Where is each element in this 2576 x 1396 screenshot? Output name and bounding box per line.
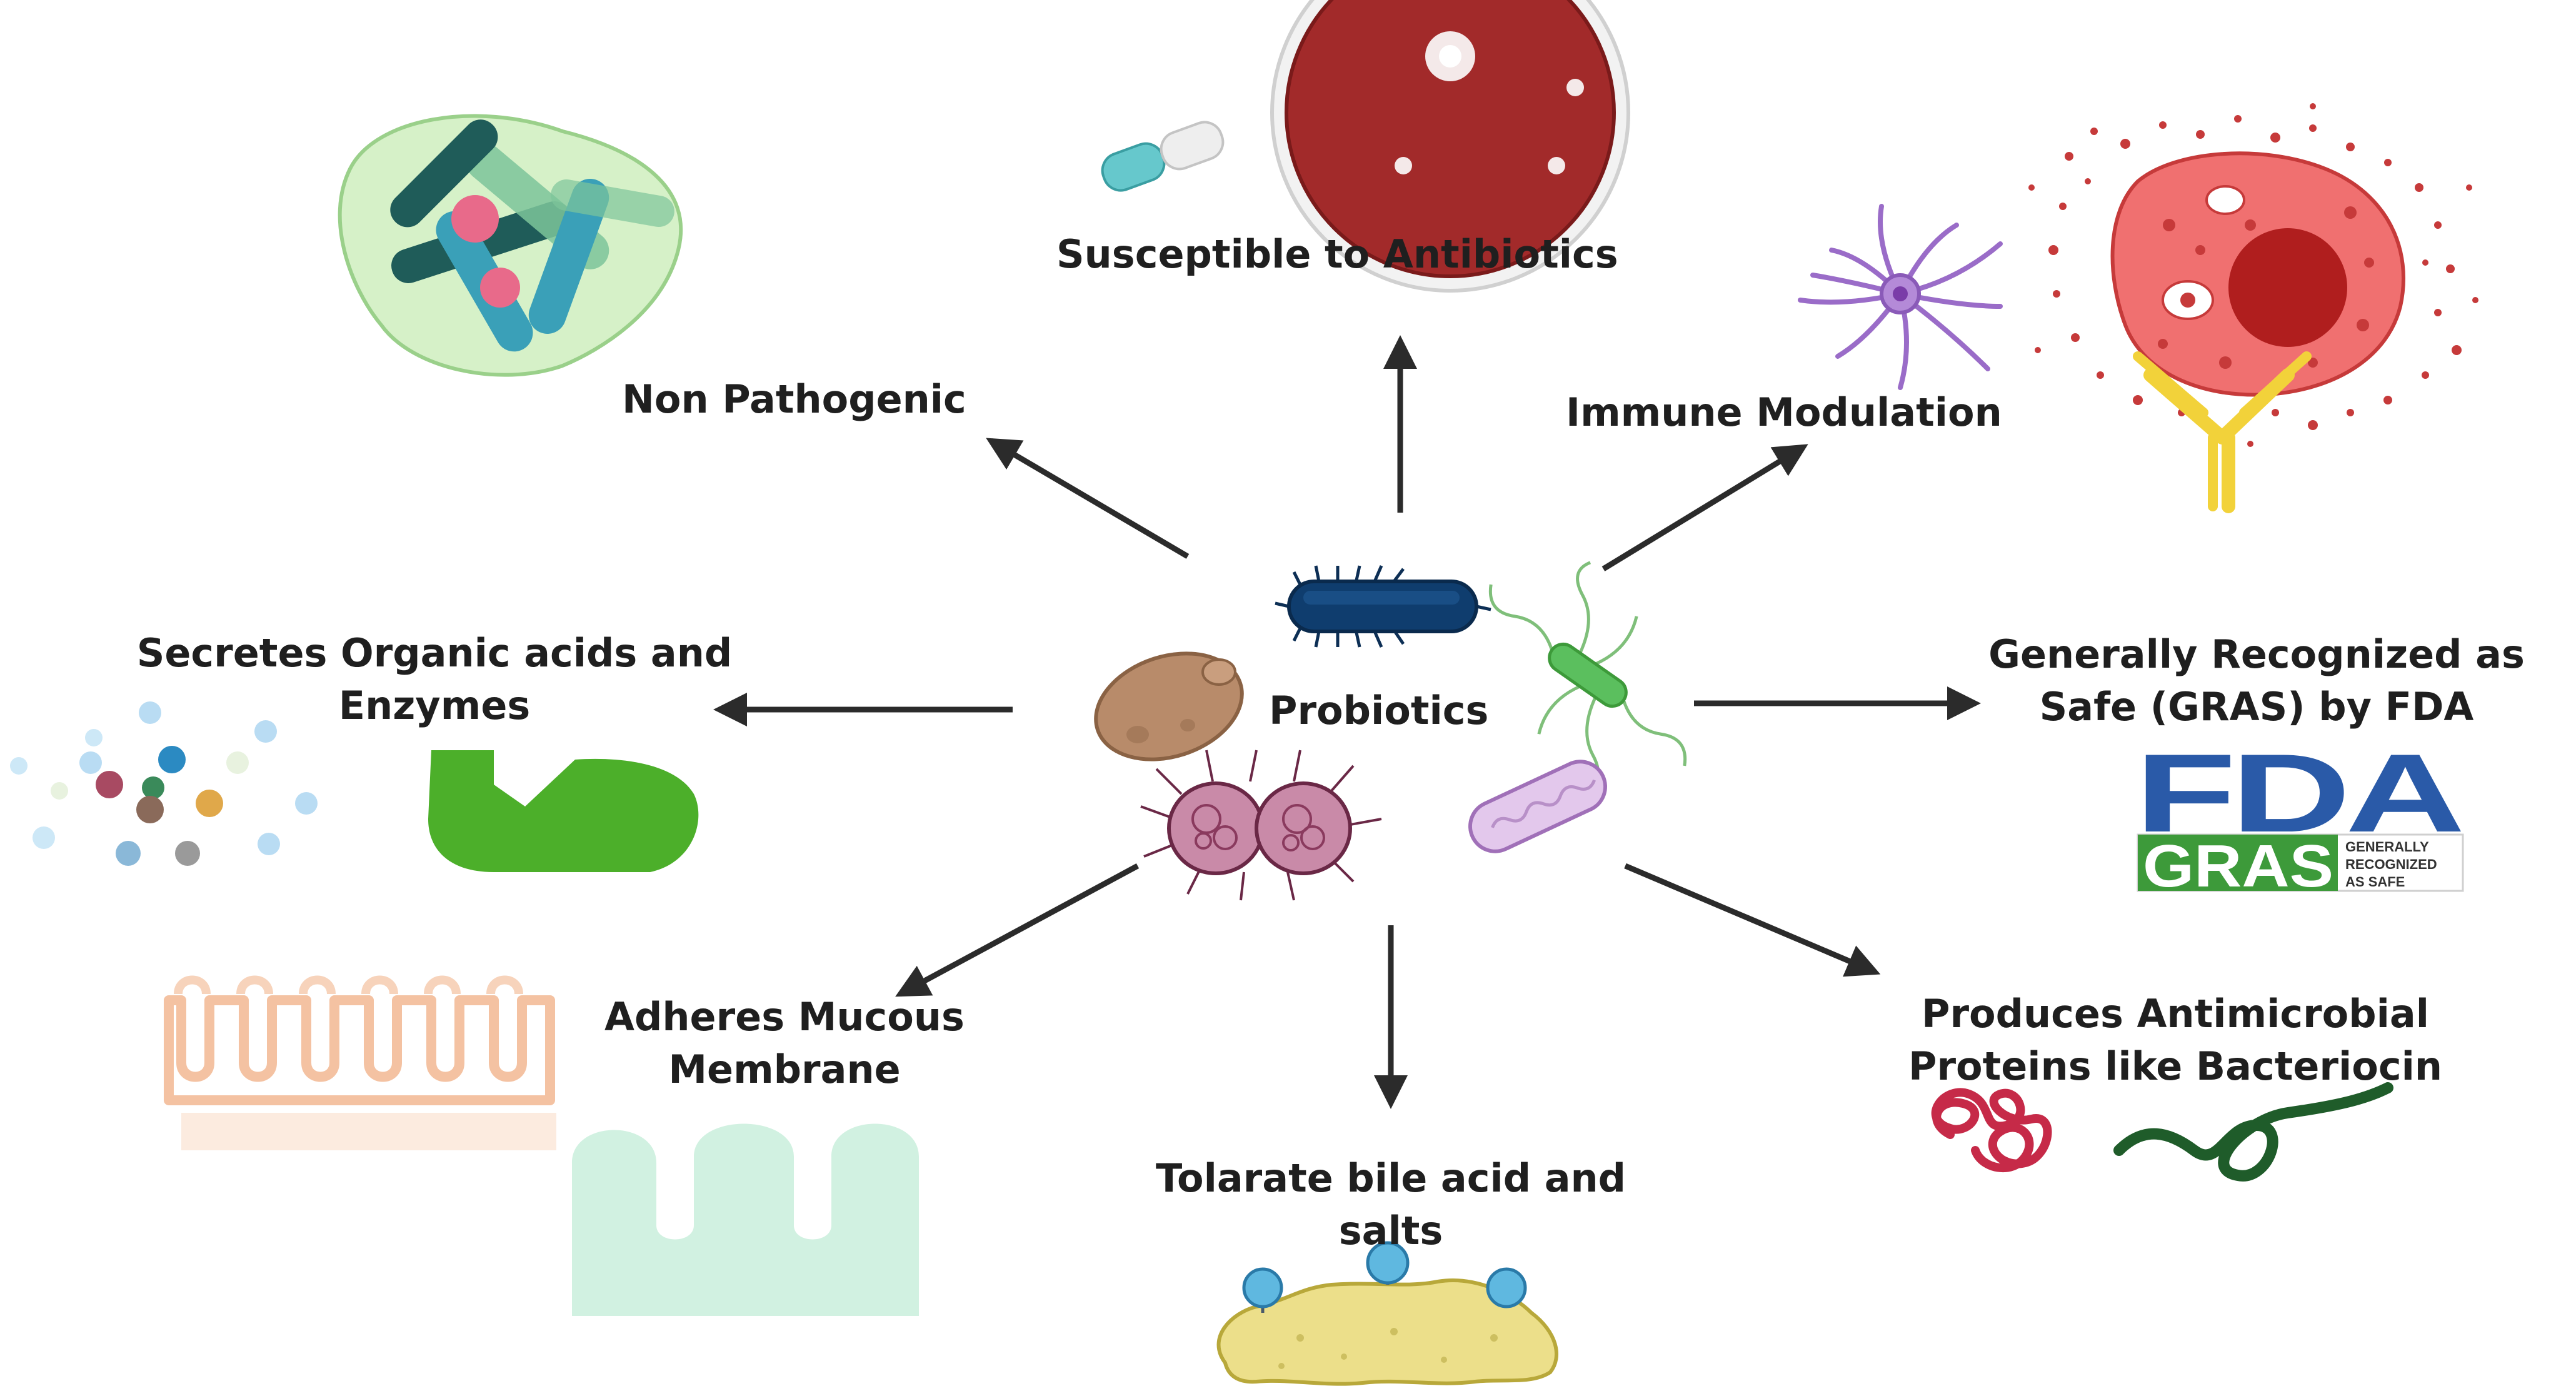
dendritic-cell-icon <box>1798 204 2003 390</box>
label-gras: Generally Recognized as Safe (GRAS) by F… <box>1988 631 2525 730</box>
mast-cell-icon <box>2028 103 2478 447</box>
brown-yeast-cell-icon <box>1094 651 1244 761</box>
purple-rod-bacterium-icon <box>1468 760 1607 853</box>
label-tolarate-bile-acid: Tolarate bile acid and salts <box>1155 1155 1626 1253</box>
label-secretes-organic-acids: Secretes Organic acids and Enzymes <box>136 630 733 728</box>
arrow-to-non-pathogenic <box>986 438 1190 559</box>
non-pathogenic-cell-icon <box>338 114 683 377</box>
gras-tagline-line-2: RECOGNIZED <box>2345 856 2437 872</box>
arrow-to-antimicrobial <box>1624 863 1881 977</box>
arrow-to-mucous <box>895 863 1140 997</box>
bile-salt-micelle-icon <box>1216 1241 1558 1386</box>
label-non-pathogenic: Non Pathogenic <box>622 376 966 422</box>
center-label-probiotics: Probiotics <box>1269 688 1489 733</box>
blue-rod-bacterium-icon <box>1275 565 1491 648</box>
organic-acid-molecules-icon <box>10 701 318 866</box>
gras-tagline-line-1: GENERALLY <box>2345 839 2429 855</box>
diplococcus-bacterium-icon <box>1140 750 1382 901</box>
label-immune-modulation: Immune Modulation <box>1566 389 2002 435</box>
label-adheres-mucous-membrane: Adheres Mucous Membrane <box>604 994 965 1092</box>
gras-tagline-line-3: AS SAFE <box>2345 874 2405 890</box>
arrows <box>713 335 1981 1109</box>
antibody-icon <box>2133 351 2312 513</box>
intestinal-villi-icon <box>164 975 556 1150</box>
petri-dish-icon <box>1270 0 1630 293</box>
antibiotic-pill-icon <box>1101 121 1225 192</box>
label-susceptible-to-antibiotics: Susceptible to Antibiotics <box>1056 231 1618 277</box>
gras-logo-text: GRAS <box>2143 833 2333 900</box>
arrow-to-immune <box>1601 444 1808 571</box>
mucosal-tissue-icon <box>572 1123 919 1316</box>
fda-gras-logo: FDA GRAS GENERALLY RECOGNIZED AS SAFE <box>2135 731 2465 900</box>
label-antimicrobial-proteins: Produces Antimicrobial Proteins like Bac… <box>1908 991 2442 1089</box>
enzyme-icon <box>428 750 699 872</box>
probiotic-microbes <box>1094 561 1687 901</box>
bacteriocin-protein-icon <box>1931 1082 2393 1182</box>
